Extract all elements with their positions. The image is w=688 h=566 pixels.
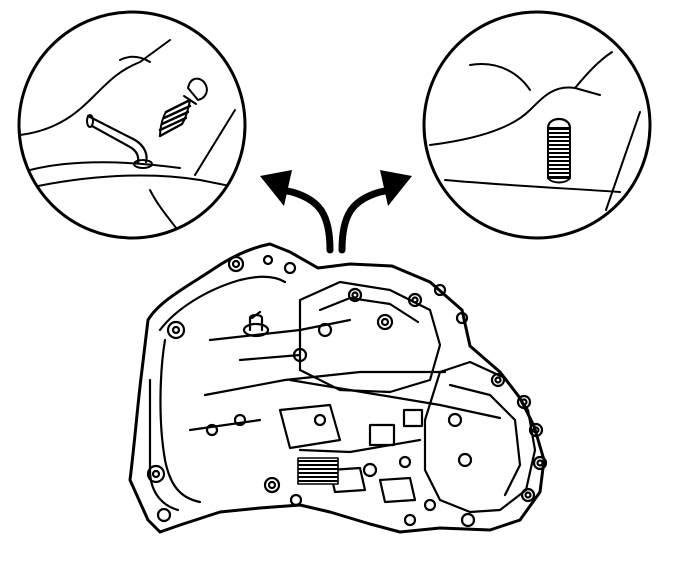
breather-port xyxy=(242,310,270,338)
callout-arrow-right xyxy=(338,170,412,254)
detail-inset-right xyxy=(422,10,652,240)
breather-tube xyxy=(86,114,153,169)
breather-plug-installed xyxy=(546,117,572,184)
detail-inset-left xyxy=(17,10,247,240)
transaxle-housing xyxy=(128,242,548,534)
callout-arrow-left xyxy=(260,170,334,254)
breather-plug xyxy=(158,77,208,138)
